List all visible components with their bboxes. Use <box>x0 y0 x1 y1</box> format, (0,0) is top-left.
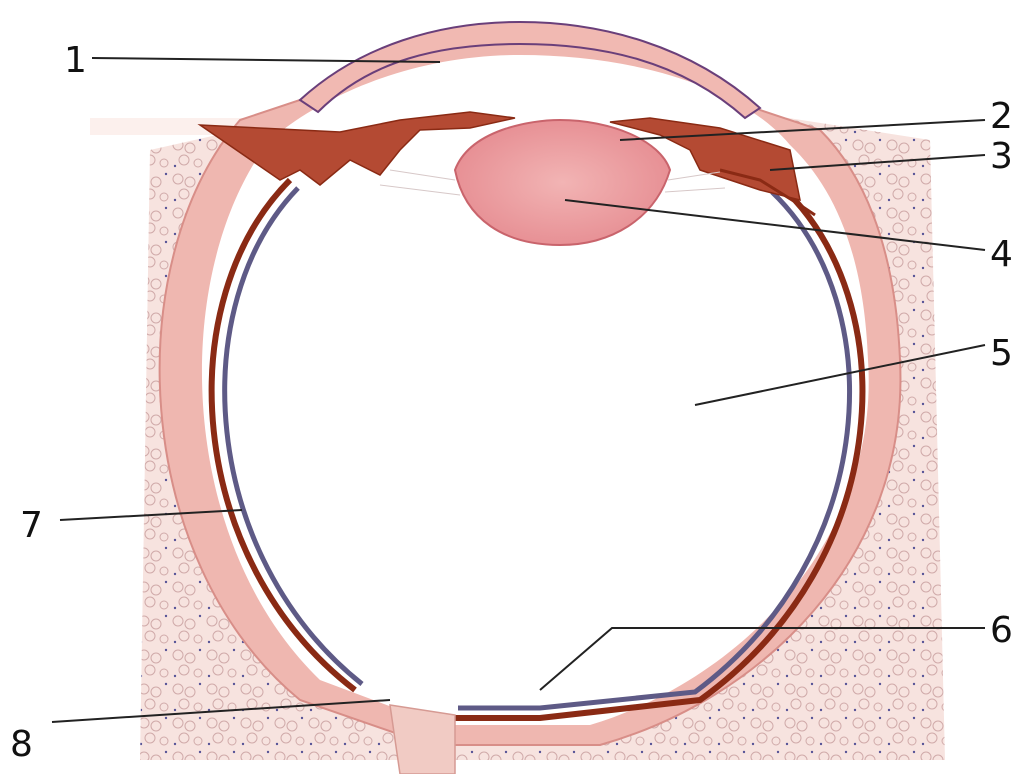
label-4: 4 <box>990 234 1013 275</box>
label-2: 2 <box>990 96 1013 137</box>
label-6: 6 <box>990 610 1013 651</box>
label-3: 3 <box>990 136 1013 177</box>
label-7: 7 <box>20 505 43 546</box>
optic-nerve <box>390 705 455 774</box>
label-5: 5 <box>990 333 1013 374</box>
label-8: 8 <box>10 724 33 765</box>
label-1: 1 <box>64 40 87 81</box>
